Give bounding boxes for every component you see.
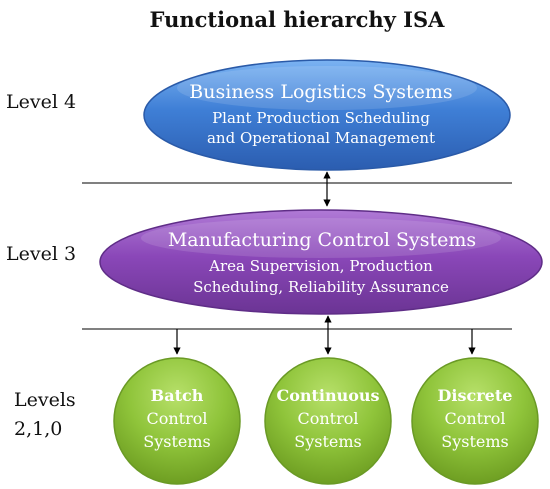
level-210-label-line2: 2,1,0 [14, 418, 62, 440]
batch-title: Batch [151, 386, 204, 405]
discrete-title: Discrete [438, 386, 513, 405]
level-4-ellipse: Business Logistics Systems Plant Product… [143, 59, 511, 171]
continuous-circle: Continuous Control Systems [264, 357, 392, 485]
batch-line-2: Systems [143, 432, 211, 451]
batch-circle: Batch Control Systems [113, 357, 241, 485]
level-4-title: Business Logistics Systems [189, 81, 452, 103]
discrete-circle: Discrete Control Systems [411, 357, 539, 485]
level-3-ellipse: Manufacturing Control Systems Area Super… [99, 209, 543, 315]
level-210-label-line1: Levels [14, 389, 76, 411]
diagram-title: Functional hierarchy ISA [150, 7, 446, 32]
level-4-line-2: and Operational Management [207, 129, 435, 147]
level-4-line-1: Plant Production Scheduling [212, 109, 430, 127]
batch-line-1: Control [146, 409, 207, 428]
level-4-label: Level 4 [6, 91, 76, 113]
level-3-line-2: Scheduling, Reliability Assurance [193, 278, 449, 296]
discrete-line-1: Control [444, 409, 505, 428]
continuous-title: Continuous [276, 386, 379, 405]
continuous-line-1: Control [297, 409, 358, 428]
discrete-line-2: Systems [441, 432, 509, 451]
continuous-line-2: Systems [294, 432, 362, 451]
level-3-line-1: Area Supervision, Production [208, 257, 433, 275]
level-3-title: Manufacturing Control Systems [168, 229, 476, 251]
level-3-label: Level 3 [6, 243, 76, 265]
